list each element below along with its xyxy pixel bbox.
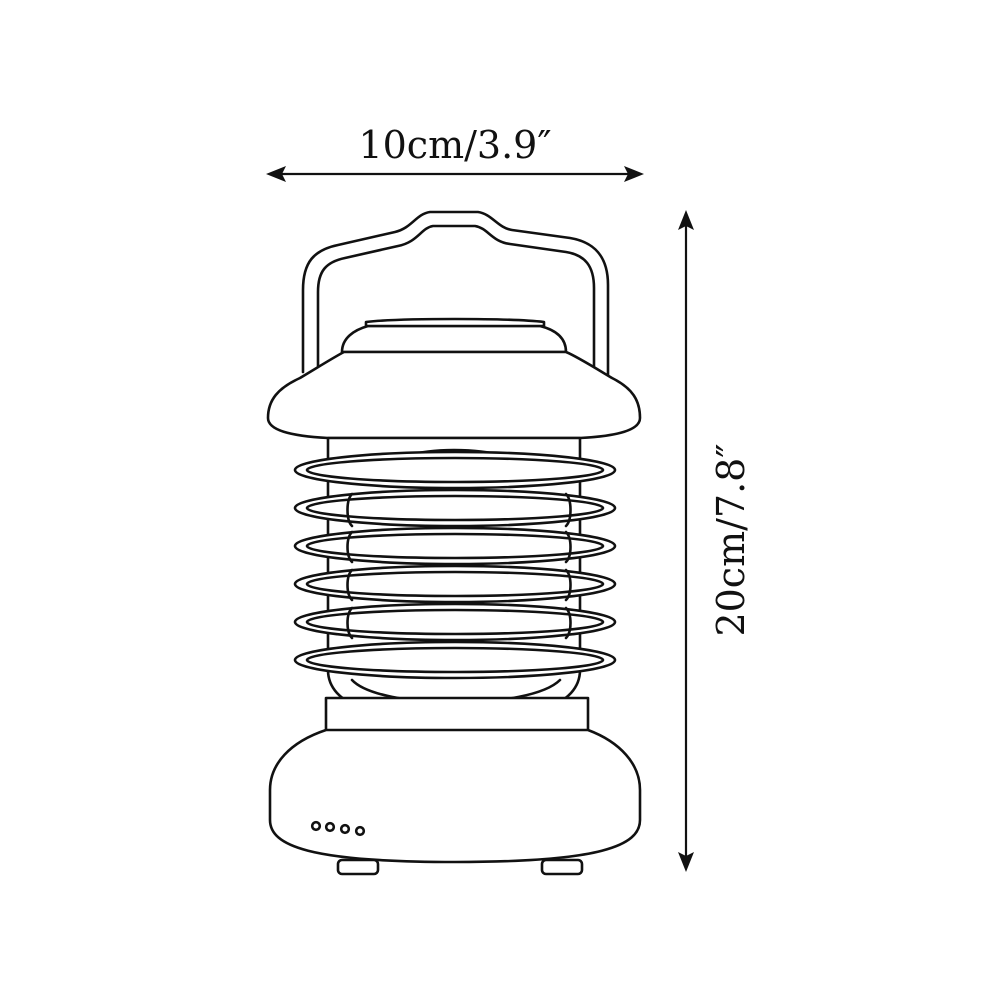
top-cap-dome (340, 324, 568, 354)
indicator-dot (339, 823, 351, 835)
width-dimension: 10cm/3.9″ (266, 123, 644, 182)
indicator-dot (324, 821, 336, 833)
lantern-base (268, 728, 642, 876)
ring-3 (293, 526, 617, 566)
battery-indicator-dots (310, 820, 366, 837)
height-arrow-top-head (678, 210, 694, 230)
lantern-top-cap (340, 317, 568, 354)
top-cap-upper-ring (364, 317, 546, 328)
ring-4 (293, 564, 617, 604)
ring-6 (293, 640, 617, 680)
indicator-dot (354, 825, 366, 837)
lantern-rings (293, 450, 617, 680)
height-label: 20cm/7.8″ (709, 443, 753, 636)
width-arrow-right-head (624, 166, 644, 182)
width-label: 10cm/3.9″ (358, 123, 551, 167)
width-arrow-left-head (266, 166, 286, 182)
glass-post-left (346, 492, 354, 640)
lantern-drawing (266, 210, 642, 876)
hood-shell (266, 350, 642, 440)
height-arrow-bottom-head (678, 852, 694, 872)
indicator-dot (310, 820, 322, 832)
handle-outer-line (301, 210, 610, 380)
glass-post-right (564, 492, 572, 640)
lantern-handle (301, 210, 610, 380)
handle-inner-line (316, 224, 596, 376)
ring-5 (293, 602, 617, 642)
base-body (268, 728, 642, 864)
ring-1 (293, 450, 617, 490)
lantern-hood (266, 350, 642, 440)
base-foot-right (540, 858, 584, 876)
base-foot-left (336, 858, 380, 876)
height-dimension: 20cm/7.8″ (678, 210, 753, 872)
ring-2 (293, 488, 617, 528)
